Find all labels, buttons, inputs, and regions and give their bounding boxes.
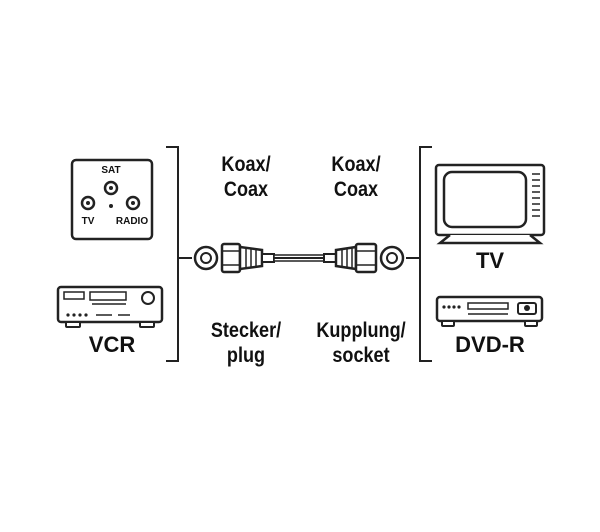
left-bottom-label: Stecker/ plug: [196, 318, 296, 368]
right-bottom-line2: socket: [332, 344, 390, 367]
coax-cable: [273, 254, 325, 262]
dvd-label: DVD-R: [455, 332, 525, 357]
socket-label-radio: RADIO: [115, 216, 149, 227]
dvd-recorder-icon: [435, 295, 544, 327]
right-bottom-line1: Kupplung/: [316, 319, 406, 342]
right-top-line2: Coax: [333, 178, 379, 201]
coax-socket-icon: [323, 242, 378, 274]
right-bracket: [419, 146, 432, 362]
socket-label-tv: TV: [81, 216, 95, 227]
left-top-line1: Koax/: [221, 153, 271, 176]
right-top-label: Koax/ Coax: [313, 152, 399, 202]
right-top-line1: Koax/: [331, 153, 381, 176]
tv-icon: [434, 163, 546, 245]
left-bottom-line2: plug: [226, 344, 266, 367]
left-bracket: [166, 146, 179, 362]
vcr-icon: [56, 285, 164, 328]
left-top-label: Koax/ Coax: [203, 152, 289, 202]
right-connector-face: [379, 245, 405, 271]
socket-label-sat: SAT: [101, 165, 121, 176]
coax-plug-icon: [220, 242, 275, 274]
left-bottom-line1: Stecker/: [210, 319, 282, 342]
left-connector-face: [193, 245, 219, 271]
wall-socket-icon: [70, 158, 154, 241]
vcr-label: VCR: [88, 332, 136, 357]
left-top-line2: Coax: [223, 178, 269, 201]
tv-label: TV: [475, 248, 505, 273]
right-bottom-label: Kupplung/ socket: [307, 318, 415, 368]
